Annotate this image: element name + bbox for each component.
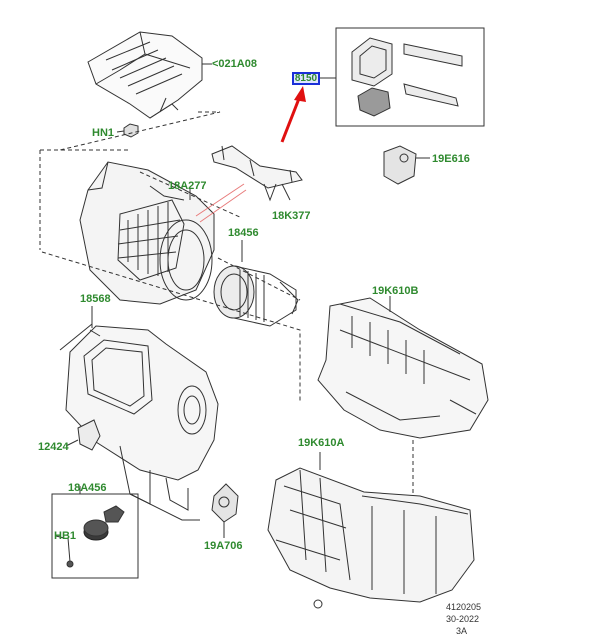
- blower-housing-part: [79, 161, 215, 305]
- ref-date: 30-2022: [446, 614, 480, 624]
- seal-part: [65, 419, 101, 451]
- heater-housing-part: [59, 323, 219, 521]
- label-19k610a: 19K610A: [298, 437, 345, 449]
- label-18a277: 18A277: [168, 180, 207, 192]
- ref-number: 4120205: [446, 602, 482, 612]
- temp-actuator-part: [383, 145, 430, 185]
- ref-revision: 3A: [456, 626, 468, 636]
- hn1-nut-part: [116, 123, 139, 138]
- label-hb1: HB1: [54, 530, 77, 542]
- lower-housing-part: [267, 467, 475, 609]
- blower-motor-part: [213, 265, 299, 327]
- label-18a456: 18A456: [68, 482, 107, 494]
- upper-housing-part: [317, 297, 489, 439]
- actuator-part: [211, 483, 239, 523]
- label-18k377: 18K377: [272, 210, 311, 222]
- label-021a08: <021A08: [212, 58, 257, 70]
- label-19k610b: 19K610B: [372, 285, 419, 297]
- label-12424: 12424: [38, 441, 69, 453]
- label-19e616: 19E616: [432, 153, 470, 165]
- highlighted-part-label: 8150: [292, 72, 320, 85]
- inset-box: [335, 27, 485, 127]
- filter-cover-part: [87, 31, 203, 119]
- label-18568: 18568: [80, 293, 111, 305]
- label-hn1: HN1: [92, 127, 115, 139]
- filter-seal-parts: [351, 37, 463, 117]
- resistor-kit-part: [66, 505, 125, 568]
- label-19a706: 19A706: [204, 540, 243, 552]
- bracket-part: [211, 145, 303, 202]
- red-arrow-icon: [280, 86, 306, 143]
- kit-box: [51, 493, 139, 579]
- label-18456: 18456: [228, 227, 259, 239]
